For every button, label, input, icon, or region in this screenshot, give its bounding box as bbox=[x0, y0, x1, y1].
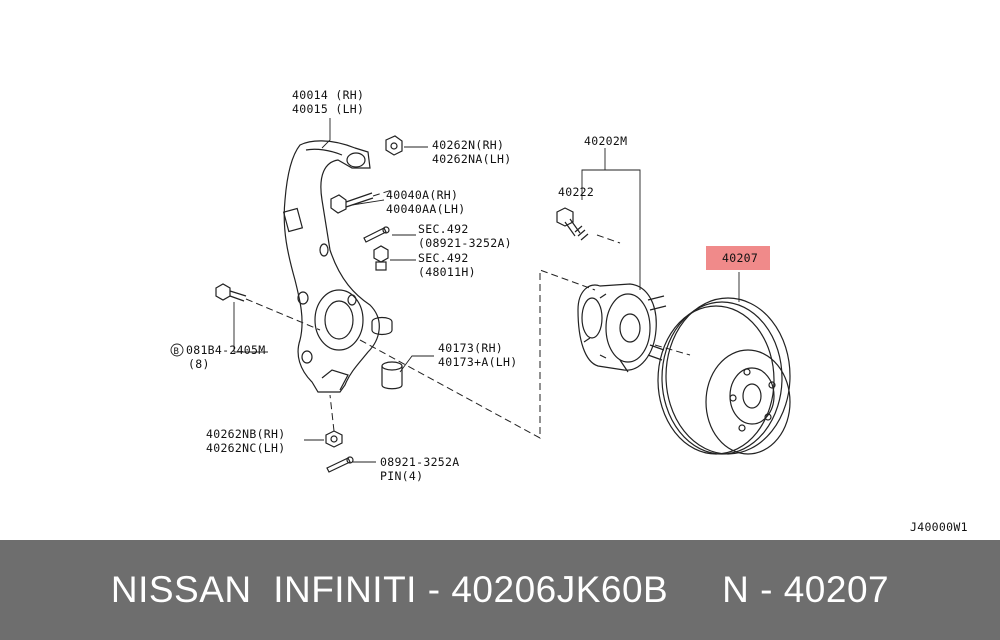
parts-diagram: 40014 (RH) 40015 (LH) 40262N(RH) 40262NA… bbox=[170, 88, 968, 534]
label-rotor-highlight: 40207 bbox=[706, 246, 770, 270]
cotter-pin-upper-drawing bbox=[363, 226, 390, 243]
footer-part-number: NISSAN INFINITI - 40206JK60B N - 40207 bbox=[110, 569, 890, 610]
rotor-highlight-box bbox=[706, 246, 770, 270]
label-pin-qty: PIN(4) bbox=[380, 469, 423, 483]
cotter-pin-lower-drawing bbox=[326, 456, 354, 473]
label-knuckle: 40014 (RH) 40015 (LH) bbox=[292, 88, 364, 116]
hub-bolt-drawing bbox=[556, 207, 589, 241]
label-sec492-b-title: SEC.492 bbox=[418, 251, 469, 265]
steering-knuckle-drawing bbox=[282, 140, 380, 393]
label-sec492-b-code: (48011H) bbox=[418, 265, 476, 279]
label-bushing-lh: 40173+A(LH) bbox=[438, 355, 517, 369]
castle-nut-drawing bbox=[373, 245, 389, 271]
label-nut-top-lh: 40262NA(LH) bbox=[432, 152, 511, 166]
leader-lines bbox=[233, 118, 740, 463]
label-bolt-upper-rh: 40040A(RH) bbox=[386, 188, 458, 202]
label-sec492-a-title: SEC.492 bbox=[418, 222, 469, 236]
label-nut-top-rh: 40262N(RH) bbox=[432, 138, 504, 152]
label-bushing-rh: 40173(RH) bbox=[438, 341, 503, 355]
label-pin-code: 08921-3252A bbox=[380, 455, 459, 469]
bolt-left-drawing bbox=[215, 283, 321, 331]
label-hub-bolt: 40222 bbox=[558, 185, 594, 199]
nut-top-drawing bbox=[385, 135, 403, 156]
label-sec492-a-code: (08921-3252A) bbox=[418, 236, 512, 250]
label-nut-bottom-lh: 40262NC(LH) bbox=[206, 441, 285, 455]
label-knuckle-lh: 40015 (LH) bbox=[292, 102, 364, 116]
assembly-dashed-lines bbox=[359, 234, 691, 439]
label-bushing: 40173(RH) 40173+A(LH) bbox=[438, 341, 517, 369]
nut-bottom-drawing bbox=[325, 394, 343, 448]
label-sec492-b: SEC.492 (48011H) bbox=[418, 251, 476, 279]
label-bolt-upper-lh: 40040AA(LH) bbox=[386, 202, 465, 216]
label-knuckle-rh: 40014 (RH) bbox=[292, 88, 364, 102]
drawing-code: J40000W1 bbox=[910, 520, 968, 534]
brake-rotor-drawing bbox=[657, 297, 791, 455]
bolt-upper-drawing bbox=[330, 189, 393, 214]
label-nut-bottom: 40262NB(RH) 40262NC(LH) bbox=[206, 427, 285, 455]
wheel-hub-drawing bbox=[577, 283, 667, 373]
bolt-left-circle-letter: B bbox=[174, 347, 180, 357]
label-rotor: 40207 bbox=[722, 251, 758, 265]
bolt-left-circle-marker bbox=[170, 343, 184, 357]
label-bolt-upper: 40040A(RH) 40040AA(LH) bbox=[386, 188, 465, 216]
label-bolt-left-code: 081B4-2405M bbox=[186, 343, 265, 357]
label-pin: 08921-3252A PIN(4) bbox=[380, 455, 459, 483]
label-nut-bottom-rh: 40262NB(RH) bbox=[206, 427, 285, 441]
bushing-drawing bbox=[371, 316, 403, 390]
label-bolt-left: B 081B4-2405M (8) bbox=[170, 343, 265, 371]
footer-banner: NISSAN INFINITI - 40206JK60B N - 40207 bbox=[0, 540, 1000, 640]
label-bolt-left-qty: (8) bbox=[188, 357, 210, 371]
label-nut-top: 40262N(RH) 40262NA(LH) bbox=[432, 138, 511, 166]
label-sec492-a: SEC.492 (08921-3252A) bbox=[418, 222, 512, 250]
label-hub-assembly: 40202M bbox=[584, 134, 627, 148]
